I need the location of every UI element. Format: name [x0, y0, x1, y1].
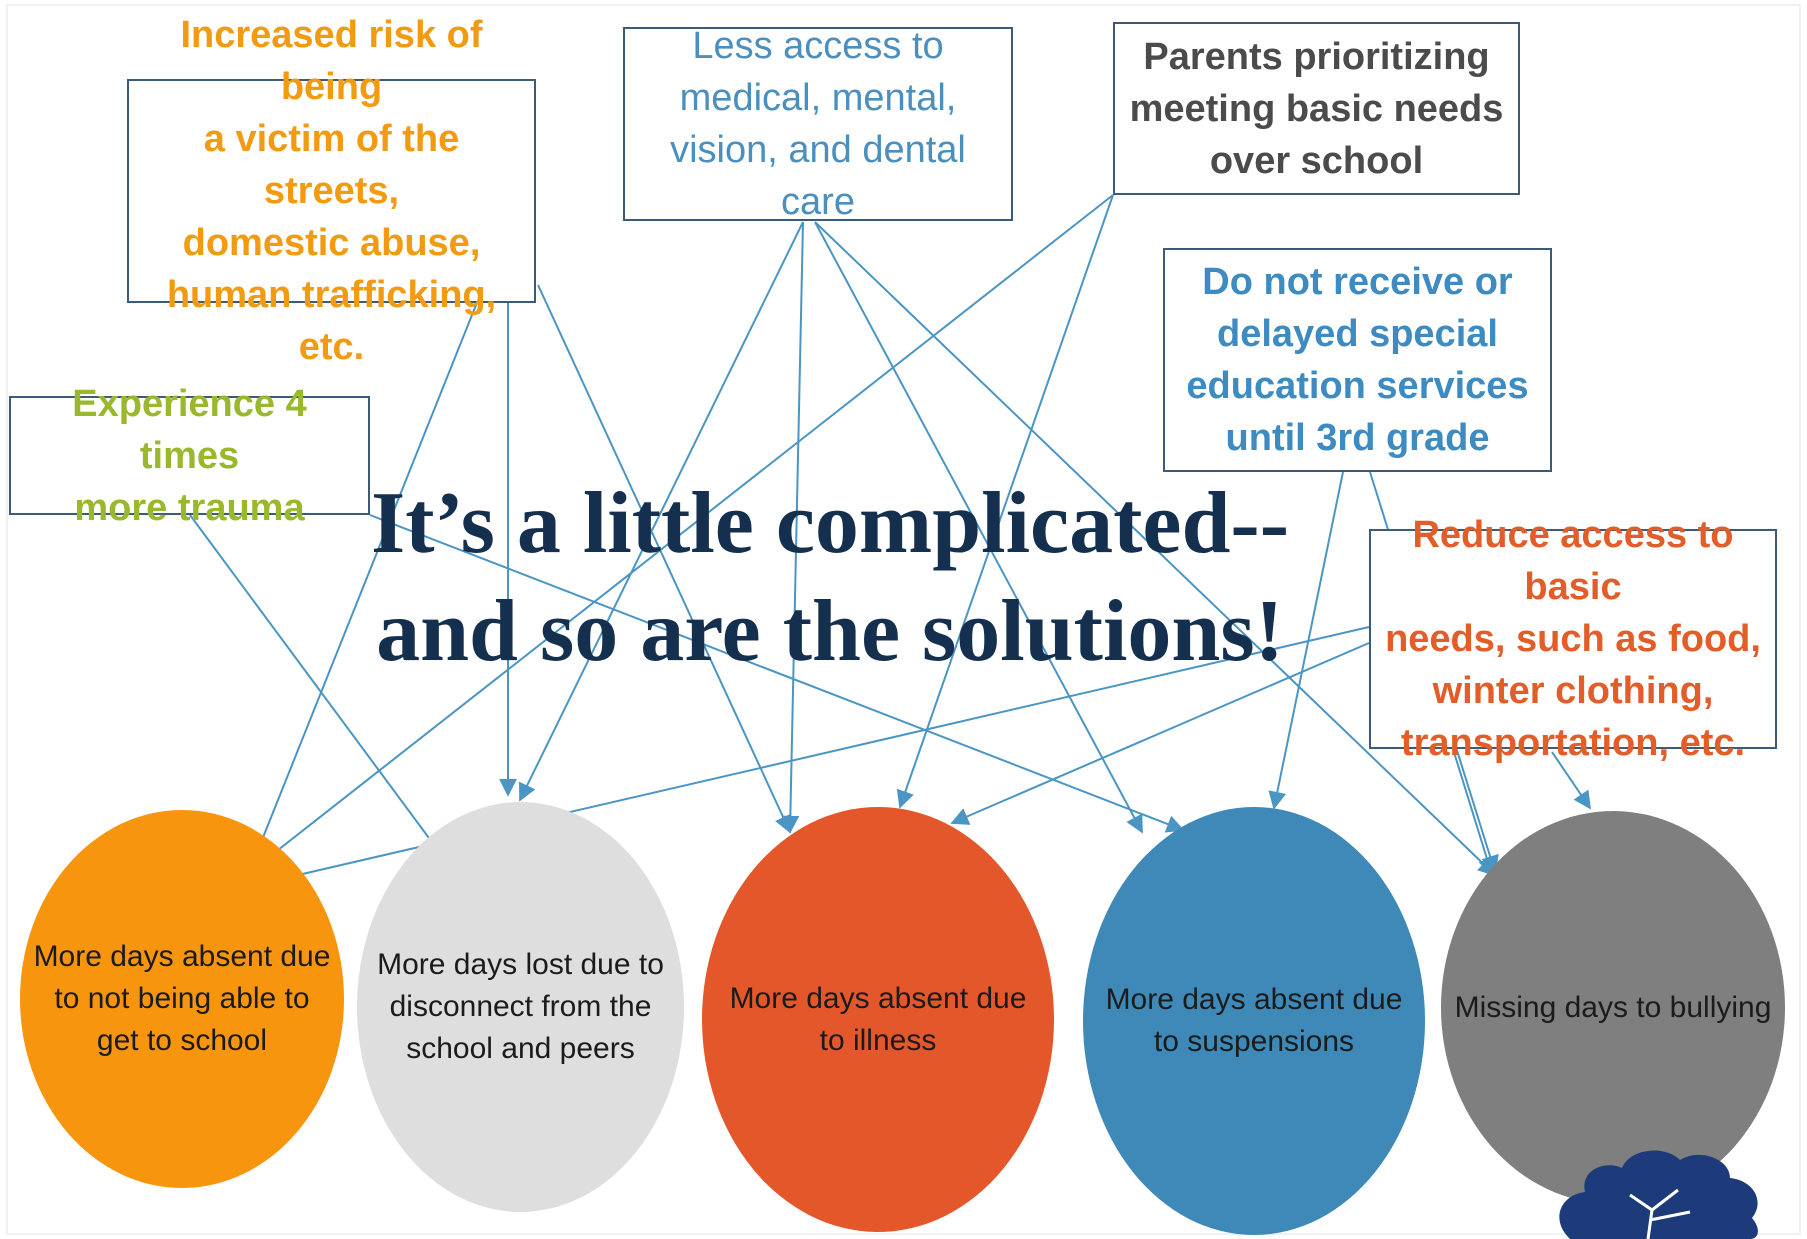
cause-parents-priorities: Parents prioritizing meeting basic needs… — [1113, 22, 1520, 195]
cause-basic-needs: Reduce access to basic needs, such as fo… — [1369, 514, 1777, 764]
cause-basic-needs-label: Reduce access to basic needs, such as fo… — [1385, 514, 1761, 764]
cause-medical-access-label: Less access to medical, mental, vision, … — [670, 25, 966, 223]
effect-suspensions-label: More days absent due to suspensions — [1105, 983, 1403, 1058]
cause-parents-priorities-label: Parents prioritizing meeting basic needs… — [1129, 35, 1504, 182]
cause-special-education: Do not receive or delayed special educat… — [1163, 248, 1552, 472]
effect-disconnect: More days lost due to disconnect from th… — [357, 802, 684, 1212]
effect-disconnect-label: More days lost due to disconnect from th… — [377, 948, 664, 1065]
effect-illness-label: More days absent due to illness — [729, 981, 1027, 1057]
tree-logo — [1559, 1150, 1758, 1239]
cause-trauma: Experience 4 times more trauma — [9, 383, 370, 529]
effect-transport-label: More days absent due to not being able t… — [33, 940, 331, 1057]
effect-transport: More days absent due to not being able t… — [20, 810, 344, 1188]
cause-streets-risk-label: Increased risk of being a victim of the … — [166, 14, 497, 368]
headline-line-1: It’s a little complicated-- — [370, 475, 1290, 572]
effect-illness: More days absent due to illness — [702, 807, 1054, 1232]
cause-streets-risk: Increased risk of being a victim of the … — [127, 14, 536, 368]
slide-frame — [6, 4, 1801, 1235]
cause-trauma-label: Experience 4 times more trauma — [72, 382, 307, 529]
effect-suspensions: More days absent due to suspensions — [1083, 807, 1425, 1235]
effect-bullying: Missing days to bullying — [1441, 811, 1785, 1204]
effect-bullying-label: Missing days to bullying — [1454, 990, 1772, 1024]
cause-special-education-label: Do not receive or delayed special educat… — [1186, 261, 1529, 459]
cause-medical-access: Less access to medical, mental, vision, … — [623, 25, 1013, 223]
headline-line-2: and so are the solutions! — [376, 583, 1284, 680]
headline: It’s a little complicated-- and so are t… — [370, 470, 1290, 686]
